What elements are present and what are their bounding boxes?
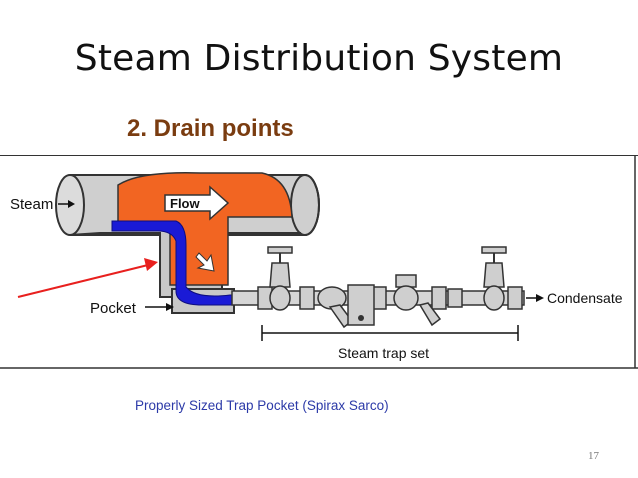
steam-trap-diagram: Flow Steam Pocket bbox=[0, 155, 638, 369]
steam-trap bbox=[347, 284, 375, 326]
pointer-arrow bbox=[17, 258, 158, 298]
outlet-strainer bbox=[418, 302, 442, 327]
steam-region bbox=[117, 172, 293, 286]
inlet-isolation-valve bbox=[267, 246, 293, 311]
trap-set-bracket bbox=[261, 325, 519, 341]
strainer bbox=[317, 286, 354, 329]
condensate-arrow bbox=[526, 294, 544, 302]
slide-title: Steam Distribution System bbox=[74, 38, 564, 79]
slide-subtitle: 2. Drain points bbox=[127, 115, 294, 142]
outlet-isolation-valve bbox=[481, 246, 507, 311]
condensate-label: Condensate bbox=[547, 290, 623, 306]
sight-glass bbox=[393, 274, 463, 311]
down-arrow bbox=[195, 252, 215, 272]
steam-label-arrow bbox=[58, 200, 75, 208]
trap-set-label: Steam trap set bbox=[338, 345, 429, 361]
page-number: 17 bbox=[588, 450, 599, 462]
figure-caption: Properly Sized Trap Pocket (Spirax Sarco… bbox=[135, 398, 389, 413]
pocket-label: Pocket bbox=[90, 300, 137, 317]
flow-label: Flow bbox=[170, 196, 200, 211]
steam-label: Steam bbox=[10, 196, 53, 213]
pocket-label-arrow bbox=[145, 303, 174, 311]
flow-arrow: Flow bbox=[164, 185, 230, 221]
